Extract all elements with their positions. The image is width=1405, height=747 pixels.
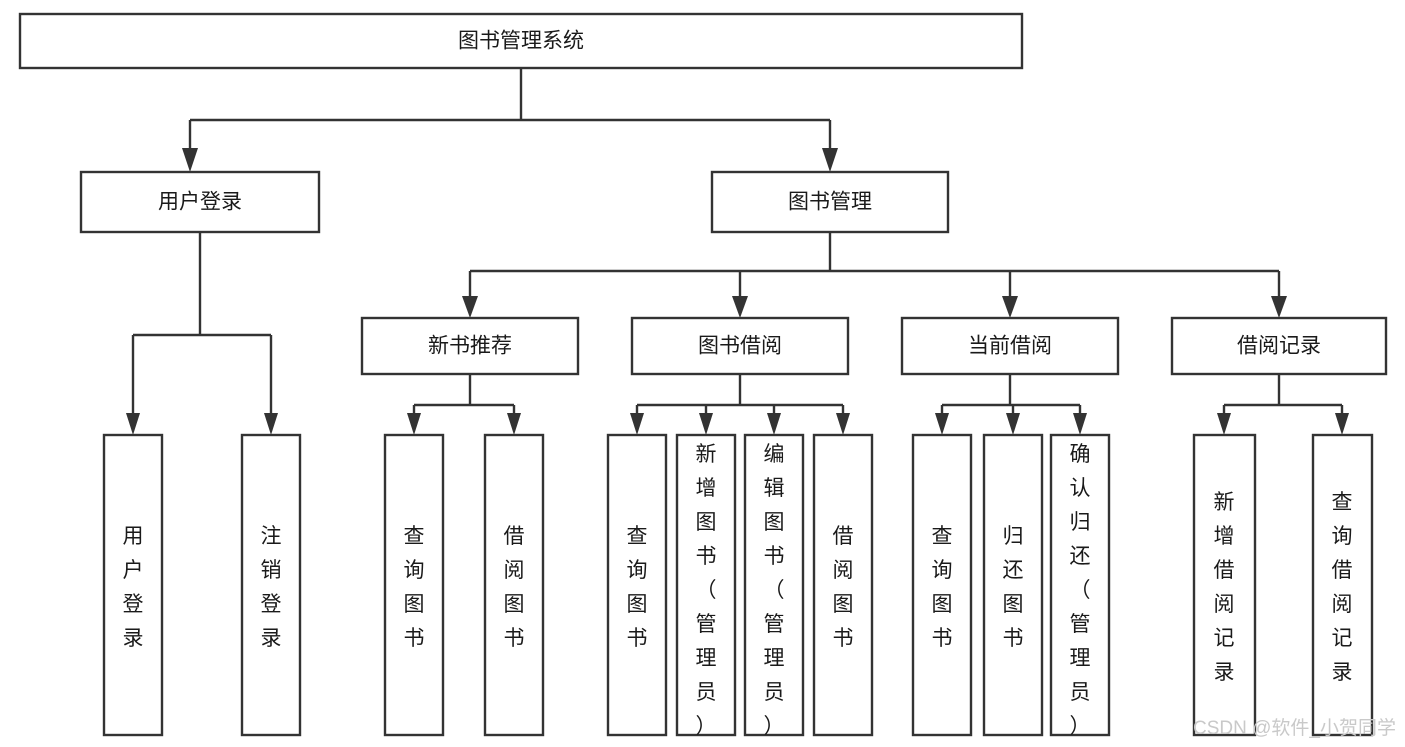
leaf-logout-label: 注销登录 bbox=[261, 525, 282, 650]
arrow-to-leaf-11 bbox=[1217, 413, 1231, 435]
node-borrow-record-label: 借阅记录 bbox=[1237, 335, 1321, 358]
connector-group bbox=[126, 68, 1349, 435]
arrow-to-leaf-4 bbox=[630, 413, 644, 435]
arrow-to-borrow-record bbox=[1271, 296, 1287, 318]
arrow-to-leaf-0 bbox=[126, 413, 140, 435]
leaf-add-book-admin-box[interactable] bbox=[675, 433, 737, 737]
node-book-management[interactable]: 图书管理 bbox=[710, 170, 950, 234]
leaf-user-login-box[interactable] bbox=[102, 433, 164, 737]
node-user-login-box[interactable] bbox=[79, 170, 321, 234]
leaf-query-book-borrow-label: 查询图书 bbox=[627, 525, 648, 650]
arrow-to-new-book bbox=[462, 296, 478, 318]
leaf-borrow-book-borrow[interactable]: 借阅图书 bbox=[812, 433, 874, 737]
leaf-confirm-return-admin-label: 确认归还（管理员） bbox=[1070, 443, 1091, 738]
leaf-add-borrow-record-label: 新增借阅记录 bbox=[1214, 491, 1235, 684]
arrow-to-leaf-7 bbox=[836, 413, 850, 435]
arrow-to-book-mgmt bbox=[822, 148, 838, 172]
leaf-confirm-return-admin-box[interactable] bbox=[1049, 433, 1111, 737]
node-current-borrow-label: 当前借阅 bbox=[968, 335, 1052, 358]
node-book-borrow-box[interactable] bbox=[630, 316, 850, 376]
arrow-to-leaf-2 bbox=[407, 413, 421, 435]
node-root-box[interactable] bbox=[18, 12, 1024, 70]
leaf-query-book-new-label: 查询图书 bbox=[404, 525, 425, 650]
node-current-borrow[interactable]: 当前借阅 bbox=[900, 316, 1120, 376]
node-book-borrow[interactable]: 图书借阅 bbox=[630, 316, 850, 376]
node-book-management-label: 图书管理 bbox=[788, 191, 872, 214]
arrow-to-borrow-book bbox=[732, 296, 748, 318]
arrow-to-leaf-1 bbox=[264, 413, 278, 435]
leaf-query-book-new-box[interactable] bbox=[383, 433, 445, 737]
node-book-management-box[interactable] bbox=[710, 170, 950, 234]
leaf-user-login-label: 用户登录 bbox=[123, 525, 144, 650]
node-borrow-record-box[interactable] bbox=[1170, 316, 1388, 376]
node-group: 图书管理系统 用户登录 图书管理 新书推荐 图书借阅 当前借阅 bbox=[18, 12, 1388, 738]
leaf-add-borrow-record[interactable]: 新增借阅记录 bbox=[1192, 433, 1257, 737]
leaf-user-login[interactable]: 用户登录 bbox=[102, 433, 164, 737]
node-new-book-recommend-box[interactable] bbox=[360, 316, 580, 376]
arrow-to-leaf-10 bbox=[1073, 413, 1087, 435]
leaf-edit-book-admin[interactable]: 编辑图书（管理员） bbox=[743, 433, 805, 738]
arrow-to-leaf-6 bbox=[767, 413, 781, 435]
leaf-return-book[interactable]: 归还图书 bbox=[982, 433, 1044, 737]
arrow-to-leaf-8 bbox=[935, 413, 949, 435]
leaf-query-book-borrow[interactable]: 查询图书 bbox=[606, 433, 668, 737]
leaf-borrow-book-new-label: 借阅图书 bbox=[504, 525, 525, 650]
leaf-query-book-borrow-box[interactable] bbox=[606, 433, 668, 737]
leaf-edit-book-admin-box[interactable] bbox=[743, 433, 805, 737]
node-user-login[interactable]: 用户登录 bbox=[79, 170, 321, 234]
leaf-borrow-book-borrow-label: 借阅图书 bbox=[833, 525, 854, 650]
node-new-book-recommend[interactable]: 新书推荐 bbox=[360, 316, 580, 376]
leaf-query-book-current-label: 查询图书 bbox=[932, 525, 953, 650]
leaf-borrow-book-new-box[interactable] bbox=[483, 433, 545, 737]
leaf-query-book-current[interactable]: 查询图书 bbox=[911, 433, 973, 737]
leaf-return-book-box[interactable] bbox=[982, 433, 1044, 737]
leaf-query-book-new[interactable]: 查询图书 bbox=[383, 433, 445, 737]
leaf-edit-book-admin-label: 编辑图书（管理员） bbox=[764, 443, 785, 738]
arrow-to-leaf-3 bbox=[507, 413, 521, 435]
arrow-to-current-borrow bbox=[1002, 296, 1018, 318]
node-current-borrow-box[interactable] bbox=[900, 316, 1120, 376]
leaf-borrow-book-new[interactable]: 借阅图书 bbox=[483, 433, 545, 737]
node-root-label: 图书管理系统 bbox=[458, 30, 584, 53]
leaf-query-borrow-record[interactable]: 查询借阅记录 bbox=[1311, 433, 1374, 737]
node-user-login-label: 用户登录 bbox=[158, 191, 242, 214]
arrow-to-leaf-9 bbox=[1006, 413, 1020, 435]
leaf-confirm-return-admin[interactable]: 确认归还（管理员） bbox=[1049, 433, 1111, 738]
leaf-query-borrow-record-box[interactable] bbox=[1311, 433, 1374, 737]
leaf-borrow-book-borrow-box[interactable] bbox=[812, 433, 874, 737]
node-book-borrow-label: 图书借阅 bbox=[698, 335, 782, 358]
leaf-add-borrow-record-box[interactable] bbox=[1192, 433, 1257, 737]
leaf-return-book-label: 归还图书 bbox=[1003, 525, 1024, 650]
leaf-query-book-current-box[interactable] bbox=[911, 433, 973, 737]
leaf-logout[interactable]: 注销登录 bbox=[240, 433, 302, 737]
leaf-query-borrow-record-label: 查询借阅记录 bbox=[1332, 491, 1353, 684]
watermark: CSDN @软件_小贺同学 bbox=[1193, 717, 1396, 739]
arrow-to-leaf-5 bbox=[699, 413, 713, 435]
arrow-to-leaf-12 bbox=[1335, 413, 1349, 435]
leaf-add-book-admin[interactable]: 新增图书（管理员） bbox=[675, 433, 737, 738]
node-borrow-record[interactable]: 借阅记录 bbox=[1170, 316, 1388, 376]
arrow-to-user-login bbox=[182, 148, 198, 172]
node-root[interactable]: 图书管理系统 bbox=[18, 12, 1024, 70]
leaf-logout-box[interactable] bbox=[240, 433, 302, 737]
node-new-book-recommend-label: 新书推荐 bbox=[428, 335, 512, 358]
leaf-add-book-admin-label: 新增图书（管理员） bbox=[696, 443, 717, 738]
